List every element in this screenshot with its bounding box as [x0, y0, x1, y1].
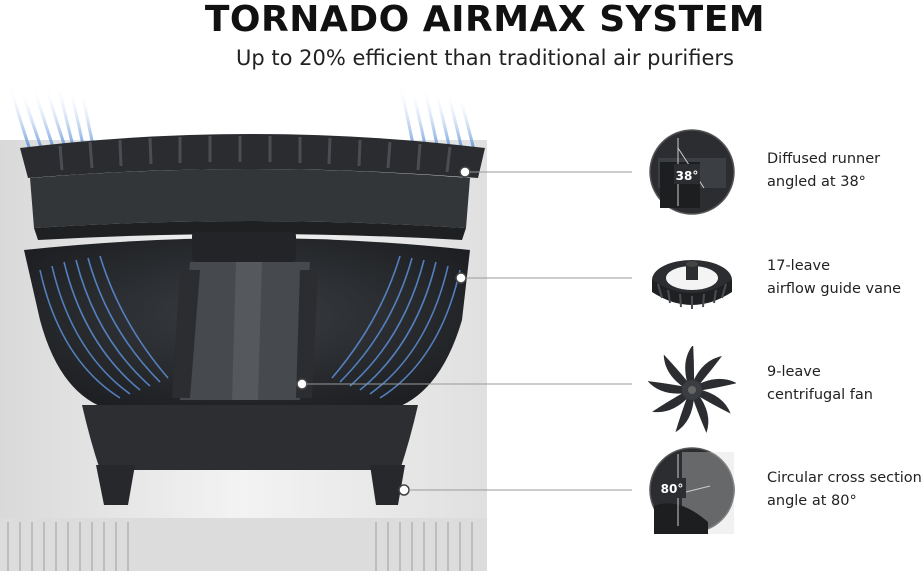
feature-line1: 17-leave: [767, 258, 831, 274]
feature-line2: angle at 80°: [767, 493, 857, 509]
right-foot: [370, 465, 405, 505]
feature-guide-vane: 17-leave airflow guide vane: [767, 255, 901, 301]
page-subtitle: Up to 20% efficient than traditional air…: [236, 46, 734, 70]
airflow-swirl: [39, 255, 461, 399]
callout-cross-section: [398, 484, 632, 496]
left-foot: [96, 465, 135, 505]
feature-line1: 9-leave: [767, 364, 821, 380]
feature-line2: airflow guide vane: [767, 281, 902, 297]
page-title: TORNADO AIRMAX SYSTEM: [204, 0, 766, 40]
callout-centrifugal-fan: [296, 378, 632, 390]
feature-line2: centrifugal fan: [767, 387, 873, 403]
airflow-bottom: [148, 472, 348, 571]
lower-cone: [82, 405, 418, 470]
diffused-runner-icon: 38°: [649, 129, 735, 215]
top-grill-fins: [58, 136, 452, 173]
base-grille-slots: [7, 522, 473, 571]
guide-vane-icon: [652, 260, 732, 309]
feature-line1: Diffused runner: [767, 151, 881, 167]
callout-guide-vane: [455, 272, 632, 284]
feature-diffused-runner: Diffused runner angled at 38°: [767, 148, 880, 194]
feature-line1: Circular cross section: [767, 470, 921, 486]
feature-centrifugal-fan: 9-leave centrifugal fan: [767, 361, 873, 407]
cross-section-angle: 80°: [661, 482, 684, 496]
diffused-runner-angle: 38°: [676, 169, 699, 183]
base-grille: [0, 518, 487, 571]
top-grill-ring: [20, 134, 485, 178]
centrifugal-fan-icon: [648, 346, 736, 433]
callout-diffused-runner: [459, 166, 632, 178]
fan-hub: [192, 232, 296, 262]
diffuser-band: [30, 169, 470, 228]
feature-line2: angled at 38°: [767, 174, 866, 190]
purifier-cutaway-illustration: [0, 83, 632, 571]
cross-section-icon: 80°: [649, 447, 735, 534]
feature-cross-section: Circular cross section angle at 80°: [767, 467, 921, 513]
